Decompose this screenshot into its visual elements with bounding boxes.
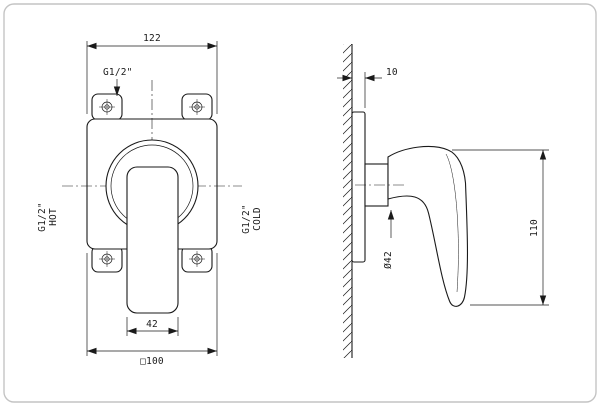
dim-label-110: 110: [529, 219, 540, 237]
side-view: 10 Ø42 110: [337, 44, 549, 358]
dim-label-hot: HOT: [48, 208, 59, 226]
screw-hole: [99, 251, 115, 267]
screw-hole: [189, 99, 205, 115]
dim-label-top-inlet: G1/2": [103, 67, 133, 78]
lever-handle-front: [126, 166, 179, 314]
dim-label-d42: Ø42: [383, 251, 394, 269]
dim-label-left-inlet: G1/2": [37, 202, 48, 232]
dim-label-42: 42: [146, 319, 158, 330]
dim-label-right-inlet: G1/2": [241, 204, 252, 234]
label-top-inlet: G1/2": [103, 67, 133, 96]
dimension-handle-height: 110: [452, 149, 549, 306]
dim-label-plate-100: □100: [140, 356, 164, 367]
sheet-border: [3, 3, 597, 403]
dimension-overall-width: 122: [86, 33, 218, 114]
label-hot-inlet: G1/2" HOT: [37, 202, 59, 232]
label-cold-inlet: G1/2" COLD: [241, 204, 263, 234]
dimension-plate-size: □100: [86, 253, 218, 367]
dimension-body-diameter: Ø42: [383, 210, 395, 269]
lever-edge-line: [445, 153, 459, 293]
front-view: 122 G1/2" G1/2" HOT G1/2" COLD: [37, 33, 263, 367]
dimension-plate-depth: 10: [337, 67, 398, 108]
plate-side: [351, 111, 366, 263]
dim-label-122: 122: [143, 33, 161, 44]
screw-hole: [99, 99, 115, 115]
dimension-handle-width: 42: [126, 317, 179, 336]
wall-hatch: [343, 44, 352, 358]
dim-label-cold: COLD: [252, 207, 263, 231]
screw-hole: [189, 251, 205, 267]
lever-handle-side: [387, 145, 469, 307]
dim-label-10: 10: [386, 67, 398, 78]
screw-holes: [99, 99, 205, 267]
